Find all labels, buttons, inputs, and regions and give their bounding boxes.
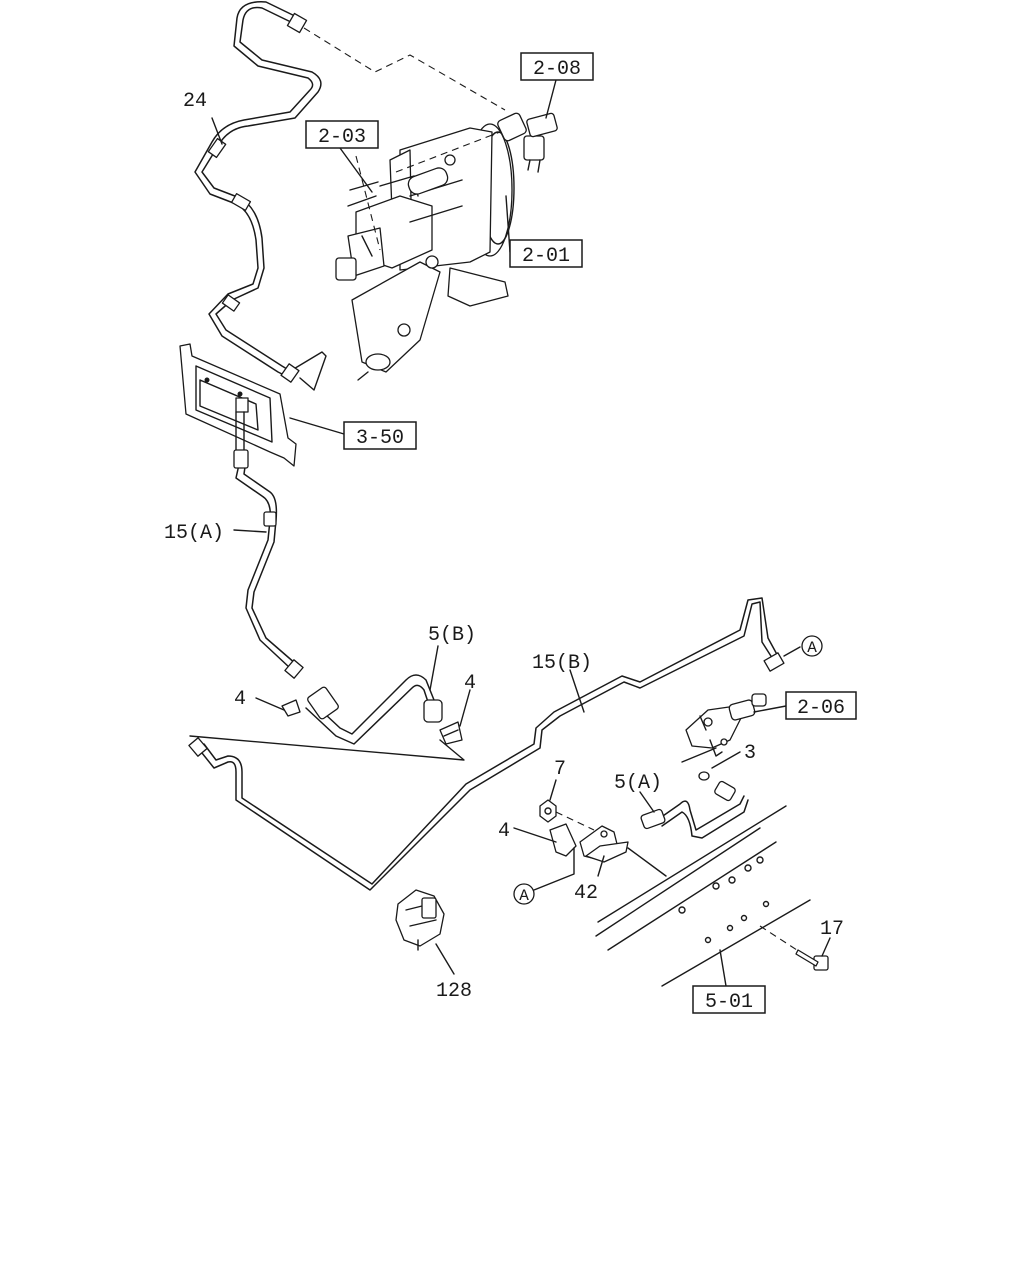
label-5b: 5(B) [428,624,476,647]
label-7: 7 [554,758,566,781]
clip-4-mid [439,721,463,745]
clutch-assembly-2-06 [685,693,767,757]
pipe-15a [233,449,304,679]
brake-booster-assembly [335,112,558,381]
callout-2-01-text: 2-01 [522,245,570,268]
callout-3-50: 3-50 [343,421,417,450]
circle-a-right-text: A [807,639,817,657]
label-5a: 5(A) [614,772,662,795]
callout-5-01-text: 5-01 [705,991,753,1014]
pipe-15b [188,597,785,891]
circle-a-right: A [801,635,823,657]
callout-2-01: 2-01 [509,239,583,268]
callout-2-06: 2-06 [785,691,857,720]
circle-a-left-text: A [519,887,529,905]
hose-5b [305,674,443,745]
callout-2-06-text: 2-06 [797,697,845,720]
connector-128 [395,889,445,951]
bolt-17 [795,949,829,971]
bracket-3-50 [179,343,297,467]
label-15a: 15(A) [164,522,224,545]
label-17: 17 [820,918,844,941]
bracket-42 [579,825,629,863]
callout-2-03: 2-03 [305,120,379,149]
label-4-mid: 4 [464,672,476,695]
clip-4-bracket [549,823,577,857]
ring-3 [698,771,710,781]
callout-2-03-text: 2-03 [318,126,366,149]
callout-2-08-text: 2-08 [533,58,581,81]
label-3: 3 [744,742,756,765]
frame-rail-5-01 [595,805,811,987]
callout-5-01: 5-01 [692,985,766,1014]
label-4-bracket: 4 [498,820,510,843]
nut-7 [539,799,557,823]
hose-5a [640,780,749,839]
label-128: 128 [436,980,472,1003]
leader-lines [211,79,831,987]
clip-4-left [281,699,301,717]
callout-3-50-text: 3-50 [356,427,404,450]
label-15b: 15(B) [532,652,592,675]
label-4-left: 4 [234,688,246,711]
label-42: 42 [574,882,598,905]
circle-a-left: A [513,883,535,905]
label-24: 24 [183,90,207,113]
pipe-24 [194,1,327,391]
callout-2-08: 2-08 [520,52,594,81]
